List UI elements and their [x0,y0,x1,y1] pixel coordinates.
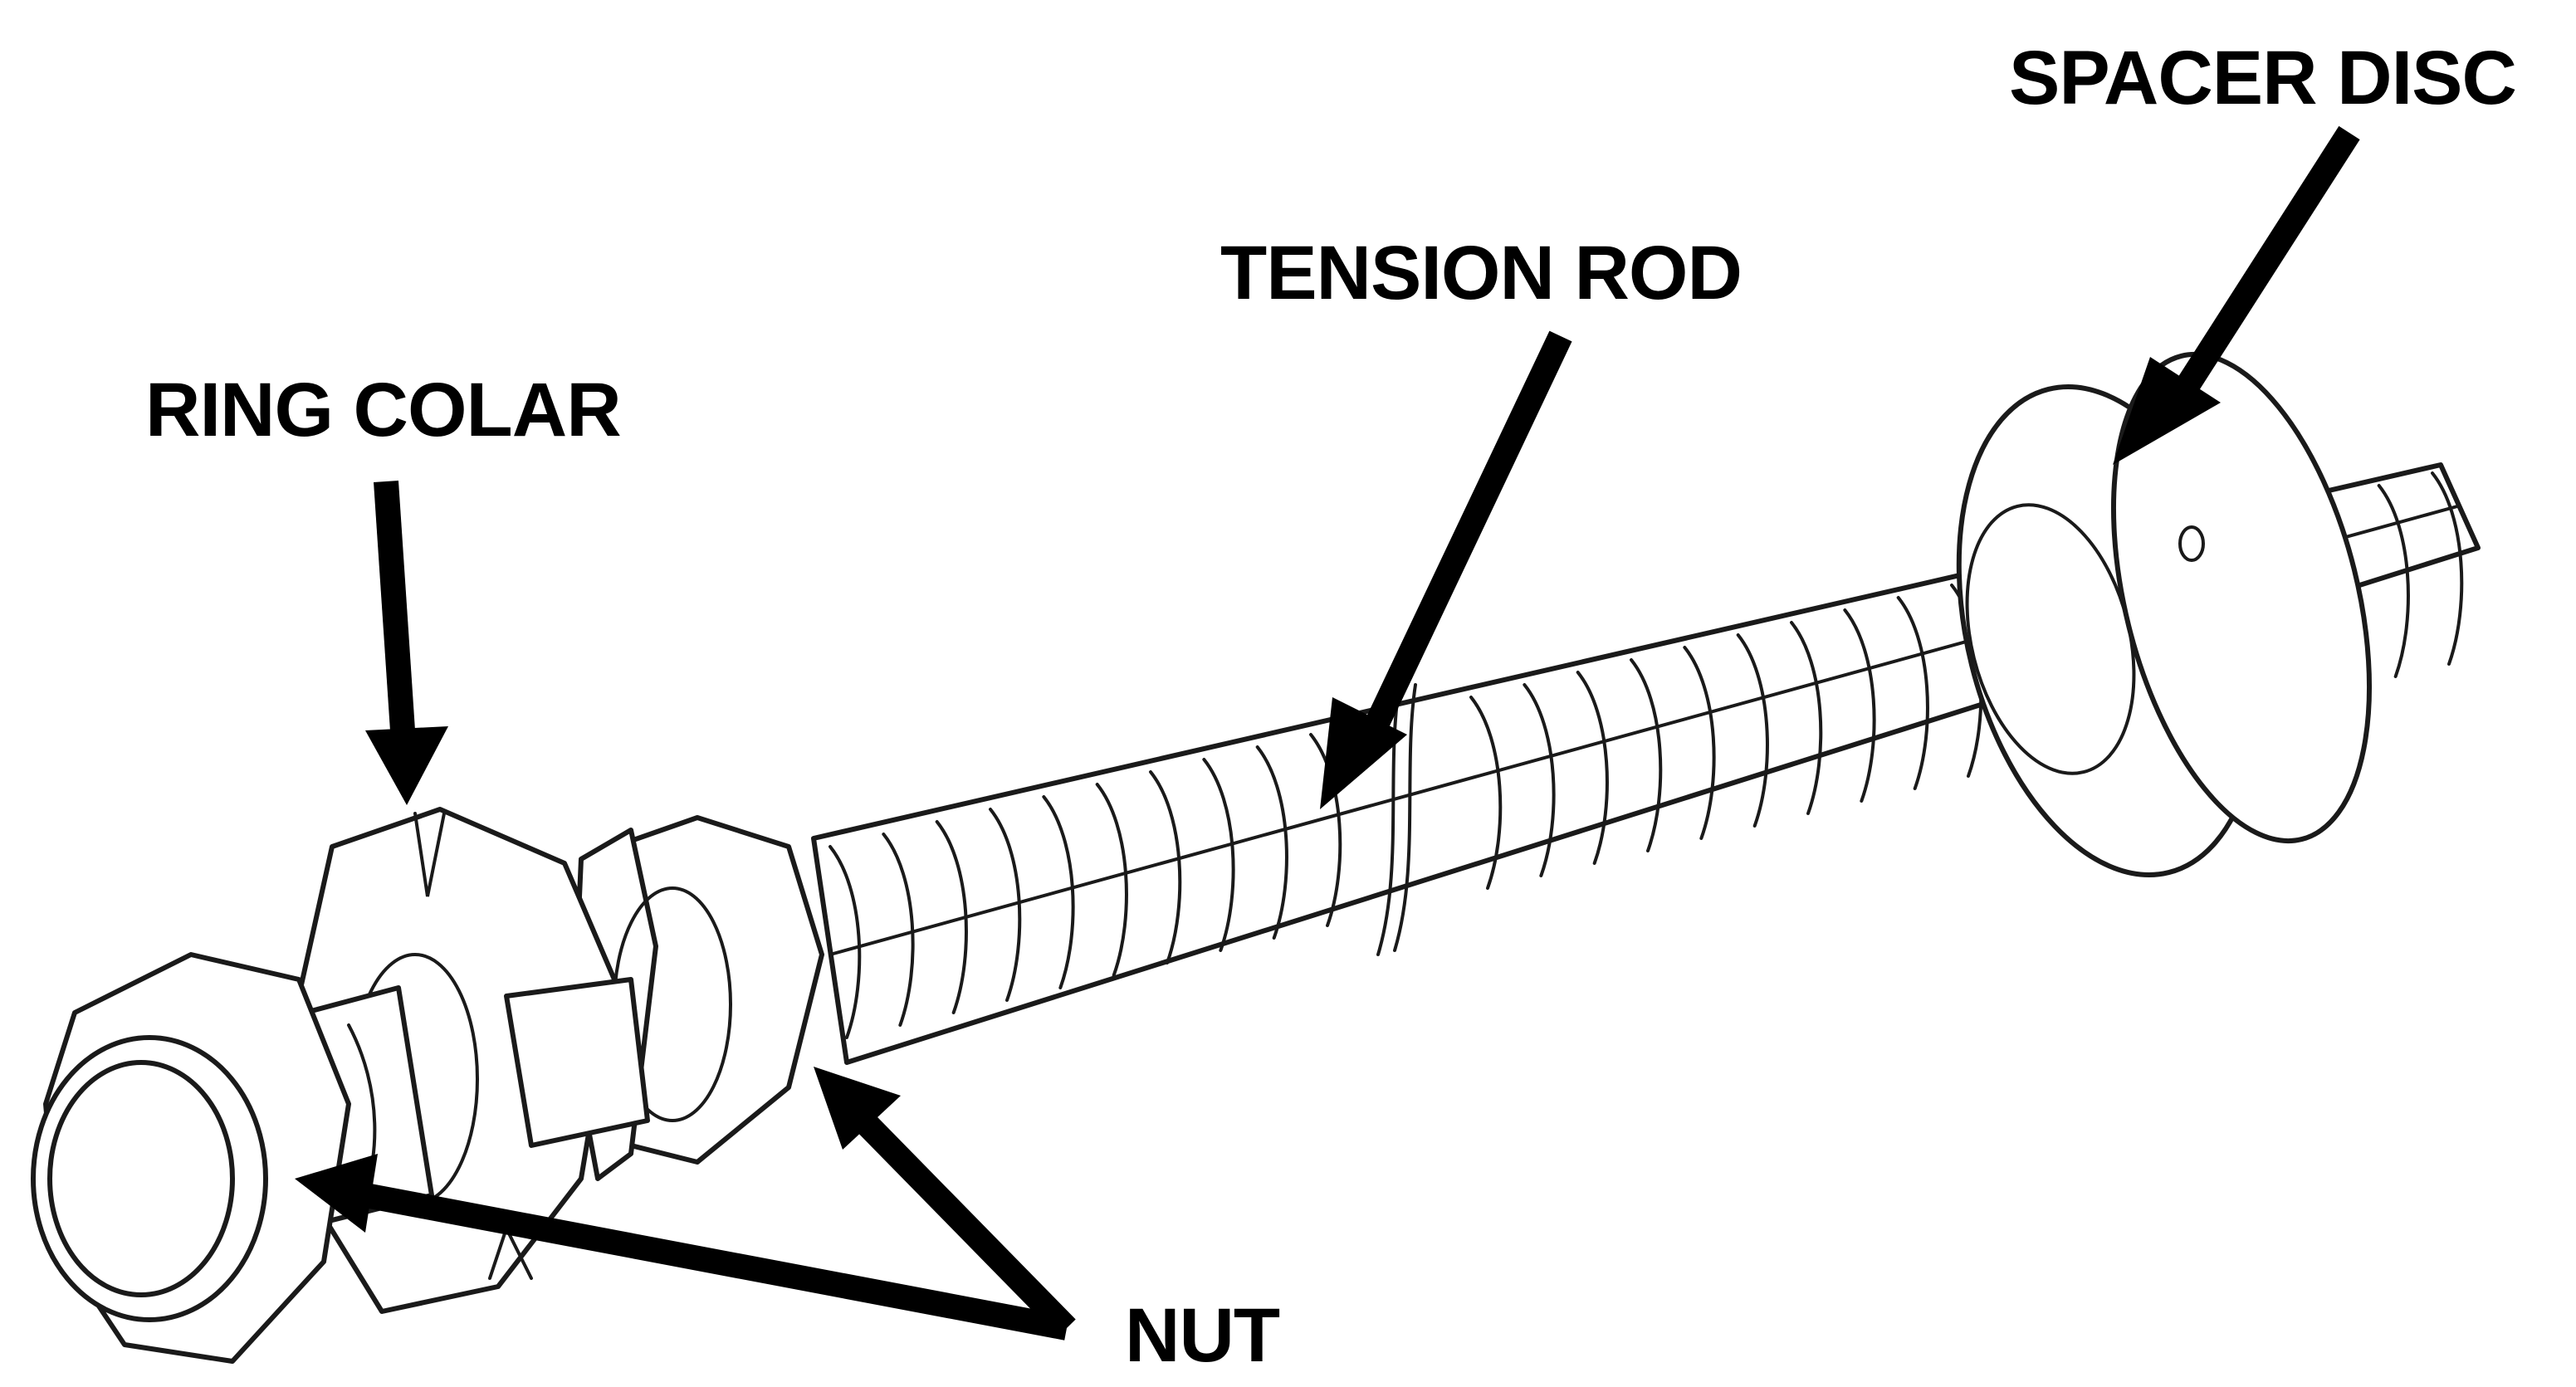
thread-rib [829,845,862,1039]
nut-arrow-outer [295,1154,1069,1341]
thread-rib [1042,795,1075,989]
thread-rib [2431,471,2464,666]
tension-rod-label: TENSION ROD [1220,231,1742,315]
spacer-disc-shape [1956,351,2373,877]
rod-threads [829,471,2464,1039]
thread-rib [1255,745,1288,940]
thread-rib [1095,783,1128,977]
nut-label: NUT [1125,1293,1280,1378]
thread-rib [882,833,915,1027]
thread-rib [1630,658,1663,852]
thread-rib [1736,633,1769,828]
thread-rib [989,808,1022,1002]
thread-rib [1576,671,1609,865]
thread-rib [1843,608,1876,803]
thread-rib [1683,646,1716,840]
thread-rib [2377,484,2410,678]
rod-assembly-illustration [31,351,2481,1364]
callout-arrows [295,125,2360,1341]
thread-rib [1202,758,1235,952]
tension-rod-arrow [1320,330,1572,809]
thread-rib [1523,683,1556,877]
thread-rib [1309,733,1342,927]
spacer-disc-label: SPACER DISC [2009,36,2516,120]
rod-break-line [1376,687,1400,956]
spacer-disc-arrow [2113,125,2360,465]
nut-arrow-inner [814,1067,1076,1337]
thread-rib [1896,596,1929,790]
thread-rib [1790,621,1823,815]
outer-nut-shape [31,952,351,1364]
thread-rib [935,820,968,1014]
ring-colar-arrow [365,481,448,805]
ring-colar-label: RING COLAR [145,368,621,452]
thread-rib [1149,770,1182,965]
thread-rib [1469,696,1503,890]
